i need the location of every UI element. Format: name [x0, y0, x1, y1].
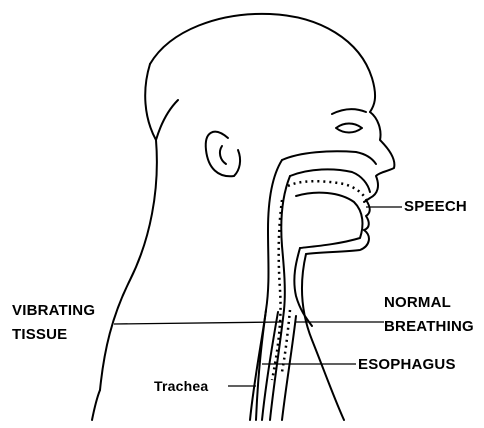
label-breathing: BREATHING: [384, 318, 474, 335]
label-tissue: TISSUE: [12, 326, 67, 343]
epiglottis: [294, 248, 312, 326]
palate: [290, 169, 370, 192]
label-speech: SPEECH: [404, 198, 467, 215]
hair-line: [145, 64, 178, 140]
mouth-line: [364, 200, 370, 230]
shoulder-outline: [92, 390, 100, 420]
trachea-tube-left: [270, 310, 284, 420]
label-vibrating: VIBRATING: [12, 302, 95, 319]
tongue: [296, 193, 362, 248]
pharynx-inner-wall: [281, 176, 290, 310]
label-esophagus: ESOPHAGUS: [358, 356, 456, 373]
vibrating-tissue-leader-line: [114, 322, 282, 324]
eyebrow: [332, 109, 366, 114]
ear-outline: [206, 132, 240, 176]
label-normal: NORMAL: [384, 294, 451, 311]
speech-airflow-dots: [272, 181, 368, 380]
head-back-outline: [150, 14, 375, 112]
neck-front-outline: [302, 254, 344, 420]
nasal-cavity: [282, 151, 376, 164]
pharynx-back-wall: [256, 160, 282, 420]
trachea-tube-right: [282, 316, 296, 420]
chin-outline: [306, 230, 369, 254]
ear-inner: [220, 146, 226, 164]
label-trachea: Trachea: [154, 378, 208, 395]
neck-back-outline: [100, 140, 157, 390]
eye-outline: [336, 124, 362, 133]
